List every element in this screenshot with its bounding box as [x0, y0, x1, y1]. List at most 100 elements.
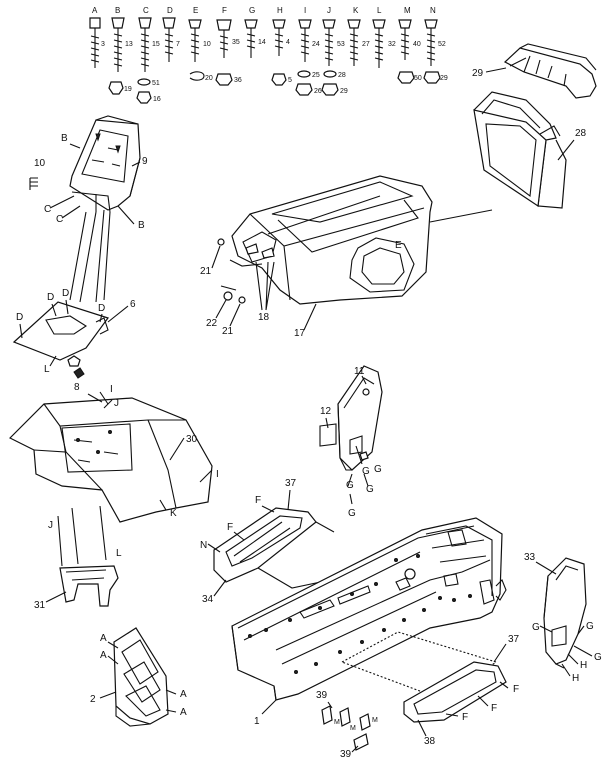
- svg-text:J: J: [48, 520, 53, 531]
- bolt-e: E 10 20: [188, 6, 213, 82]
- svg-text:40: 40: [413, 41, 421, 48]
- svg-text:20: 20: [205, 75, 213, 82]
- svg-text:H: H: [580, 660, 587, 671]
- rear-fender-28: 28: [473, 91, 587, 209]
- svg-text:C: C: [143, 6, 149, 15]
- svg-text:53: 53: [337, 41, 345, 48]
- svg-text:30: 30: [186, 434, 198, 445]
- svg-text:39: 39: [340, 749, 352, 760]
- svg-text:L: L: [44, 364, 50, 375]
- hardware-row: A 3 B 13 19 C 15 51 16 D: [89, 6, 448, 104]
- svg-text:21: 21: [200, 266, 212, 277]
- svg-text:G: G: [594, 652, 602, 663]
- svg-text:B: B: [138, 220, 145, 231]
- svg-text:10: 10: [34, 158, 46, 169]
- svg-text:28: 28: [338, 72, 346, 79]
- svg-text:F: F: [462, 712, 468, 723]
- svg-text:A: A: [100, 633, 107, 644]
- svg-text:J: J: [327, 6, 331, 15]
- svg-text:B: B: [115, 6, 120, 15]
- svg-text:H: H: [572, 673, 579, 684]
- svg-text:15: 15: [152, 41, 160, 48]
- svg-text:8: 8: [74, 382, 80, 393]
- svg-text:26: 26: [314, 88, 322, 95]
- panel-13: 33 G G G H H: [524, 552, 602, 684]
- panel-11: 11 12 G G G G G: [319, 365, 383, 519]
- svg-text:M: M: [334, 719, 340, 726]
- svg-text:9: 9: [142, 156, 148, 167]
- svg-text:37: 37: [508, 634, 520, 645]
- svg-text:E: E: [395, 240, 402, 251]
- svg-text:35: 35: [232, 39, 240, 46]
- svg-text:27: 27: [362, 41, 370, 48]
- svg-text:10: 10: [203, 41, 211, 48]
- svg-text:M: M: [372, 717, 378, 724]
- svg-text:L: L: [377, 6, 382, 15]
- svg-text:C: C: [56, 214, 63, 225]
- svg-text:33: 33: [524, 552, 536, 563]
- svg-text:17: 17: [294, 328, 306, 339]
- seat-pan-9: B 9 B C C: [44, 115, 148, 231]
- svg-text:A: A: [92, 6, 98, 15]
- svg-text:6: 6: [130, 299, 136, 310]
- footrest-33: F F N 37 34: [200, 478, 335, 605]
- bolt-k: K 27: [347, 6, 370, 66]
- svg-text:22: 22: [206, 318, 218, 329]
- svg-text:D: D: [167, 6, 173, 15]
- brackets-38-39: 39 M M M 39: [316, 690, 378, 760]
- bolt-f: F 35 36: [215, 6, 242, 86]
- svg-text:5: 5: [288, 77, 292, 84]
- svg-text:K: K: [353, 6, 359, 15]
- svg-text:4: 4: [286, 39, 290, 46]
- bolt-c: C 15 51 16: [136, 6, 161, 104]
- svg-text:29: 29: [340, 88, 348, 95]
- seat-support-rails: [69, 209, 111, 303]
- svg-text:28: 28: [575, 128, 587, 139]
- svg-text:D: D: [62, 288, 69, 299]
- svg-text:L: L: [116, 548, 122, 559]
- svg-text:J: J: [114, 398, 119, 409]
- seat-part-10: 10: [29, 158, 46, 190]
- bolt-n: N 52 29: [423, 6, 448, 84]
- svg-text:50: 50: [414, 75, 422, 82]
- bolt-h: H 4 5: [271, 6, 292, 86]
- svg-text:24: 24: [312, 41, 320, 48]
- bolt-b: B 13 19: [108, 6, 133, 95]
- svg-text:39: 39: [316, 690, 328, 701]
- bolt-a: A 3: [89, 6, 105, 68]
- svg-text:G: G: [362, 466, 370, 477]
- svg-text:F: F: [255, 495, 261, 506]
- svg-text:25: 25: [312, 72, 320, 79]
- svg-text:7: 7: [176, 41, 180, 48]
- bracket-31: J L 31: [34, 505, 122, 611]
- svg-text:M: M: [404, 6, 411, 15]
- hood-17: E 17 18: [229, 175, 433, 339]
- svg-text:G: G: [586, 621, 594, 632]
- svg-text:38: 38: [424, 736, 436, 747]
- frame-1: 1: [231, 517, 507, 727]
- bolt-g: G 14: [244, 6, 266, 58]
- svg-text:I: I: [304, 6, 306, 15]
- svg-text:C: C: [44, 204, 51, 215]
- bolt-j: J 53 28 29: [321, 6, 348, 96]
- svg-text:I: I: [110, 384, 113, 395]
- fender-deck-30: I J I 30 K: [8, 384, 219, 523]
- svg-text:31: 31: [34, 600, 46, 611]
- svg-text:36: 36: [234, 77, 242, 84]
- svg-text:G: G: [374, 464, 382, 475]
- svg-text:18: 18: [258, 312, 270, 323]
- svg-text:A: A: [180, 689, 187, 700]
- svg-text:G: G: [366, 484, 374, 495]
- svg-text:29: 29: [440, 75, 448, 82]
- seat-plate-6: D D D D 6 L 8: [12, 288, 136, 393]
- svg-text:19: 19: [124, 86, 132, 93]
- svg-text:51: 51: [152, 80, 160, 87]
- svg-text:34: 34: [202, 594, 214, 605]
- svg-text:29: 29: [472, 68, 484, 79]
- leader-line: [429, 209, 493, 223]
- svg-text:1: 1: [254, 716, 260, 727]
- bolt-m: M 40 50: [397, 6, 422, 84]
- svg-text:G: G: [348, 508, 356, 519]
- svg-text:11: 11: [354, 366, 365, 377]
